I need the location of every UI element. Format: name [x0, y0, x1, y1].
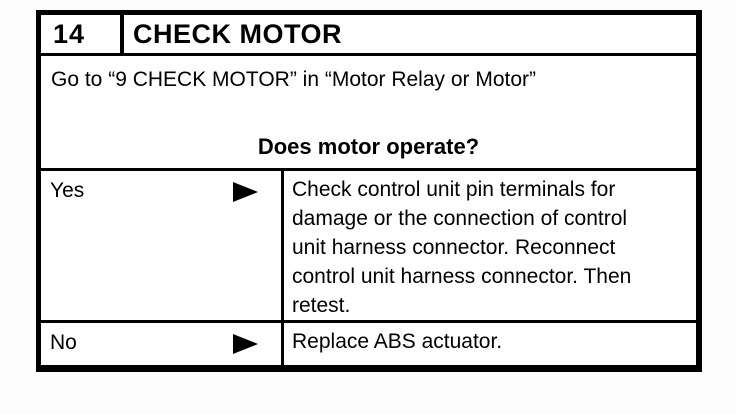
- step-title: CHECK MOTOR: [133, 18, 343, 49]
- step-header-row: 14 CHECK MOTOR: [41, 15, 696, 56]
- outcome-row-yes: Yes Check control unit pin terminals for…: [41, 171, 696, 323]
- question-text: Does motor operate?: [257, 134, 480, 159]
- diagnostic-step-table: 14 CHECK MOTOR Go to “9 CHECK MOTOR” in …: [36, 10, 702, 372]
- arrow-right-icon: [233, 182, 258, 202]
- instruction-text: Go to “9 CHECK MOTOR” in “Motor Relay or…: [51, 68, 537, 91]
- action-cell-yes: Check control unit pin terminals for dam…: [284, 171, 696, 320]
- step-number: 14: [41, 15, 124, 53]
- action-cell-no: Replace ABS actuator.: [284, 323, 696, 365]
- answer-label-yes: Yes: [50, 179, 85, 202]
- outcome-row-no: No Replace ABS actuator.: [41, 323, 696, 365]
- answer-label-no: No: [50, 331, 77, 354]
- answer-cell-no: No: [41, 323, 284, 365]
- action-text-yes: Check control unit pin terminals for dam…: [292, 178, 632, 317]
- instruction-section: Go to “9 CHECK MOTOR” in “Motor Relay or…: [41, 56, 696, 171]
- action-text-no: Replace ABS actuator.: [292, 330, 503, 353]
- arrow-right-icon: [233, 334, 258, 354]
- answer-cell-yes: Yes: [41, 171, 284, 320]
